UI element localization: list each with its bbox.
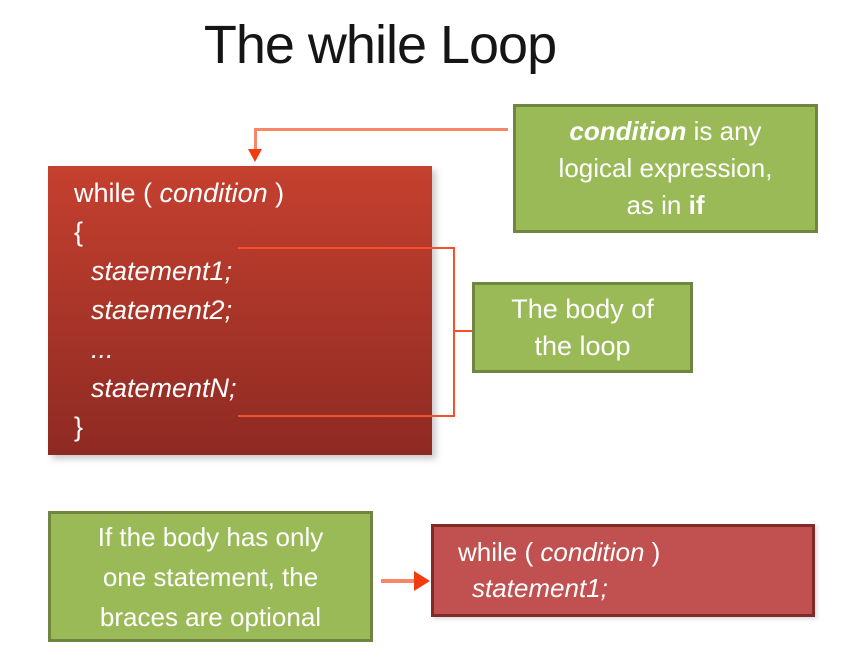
close-paren: )	[267, 178, 285, 208]
optional-note-line3: braces are optional	[99, 601, 322, 632]
while-code-box: while ( condition ) { statement1; statem…	[48, 166, 432, 455]
body-note-line1: The body of	[511, 293, 654, 324]
condition-note-line3: as in if	[626, 187, 704, 224]
close-paren: )	[644, 537, 661, 567]
while-keyword: while (	[74, 178, 160, 208]
code-line-statement1: statement1;	[91, 256, 233, 286]
condition-placeholder: condition	[540, 537, 645, 567]
single-statement-code-box: while ( condition ) statement1;	[431, 524, 815, 617]
single-code-line-while: while ( condition )	[458, 534, 812, 570]
code-line-while: while ( condition )	[74, 174, 432, 213]
body-note-box: The body of the loop	[472, 282, 693, 373]
page-title: The while Loop	[203, 15, 557, 75]
condition-connector-vertical-line	[254, 128, 257, 150]
single-code-line-statement: statement1;	[472, 573, 608, 603]
body-bracket-vertical-line	[453, 247, 455, 417]
right-arrowhead-icon	[414, 571, 430, 591]
condition-note-line3-pre: as in	[626, 190, 689, 220]
body-bracket-tick-line	[455, 330, 472, 332]
condition-note-line1: condition is any	[569, 113, 761, 150]
condition-term: condition	[569, 116, 687, 146]
while-keyword: while (	[458, 537, 541, 567]
if-keyword: if	[688, 190, 705, 220]
optional-note-line1: If the body has only	[97, 521, 324, 552]
code-line-statementN: statementN;	[91, 373, 237, 403]
code-line-ellipsis: ...	[91, 334, 114, 364]
body-note-line2: the loop	[534, 330, 631, 361]
condition-note-line2: logical expression,	[558, 153, 773, 183]
condition-placeholder: condition	[159, 178, 268, 208]
down-arrowhead-icon	[248, 149, 262, 162]
optional-note-box: If the body has only one statement, the …	[48, 511, 373, 642]
code-line-close-brace: }	[74, 412, 84, 442]
condition-connector-horizontal-line	[254, 128, 508, 131]
body-bracket-bottom-line	[238, 415, 455, 417]
condition-note-rest: is any	[686, 116, 762, 146]
body-bracket-top-line	[238, 247, 455, 249]
code-line-statement2: statement2;	[91, 295, 233, 325]
code-line-open-brace: {	[74, 217, 84, 247]
condition-note-box: condition is any logical expression, as …	[513, 104, 818, 233]
optional-arrow-line	[381, 579, 418, 583]
optional-note-line2: one statement, the	[102, 561, 319, 592]
